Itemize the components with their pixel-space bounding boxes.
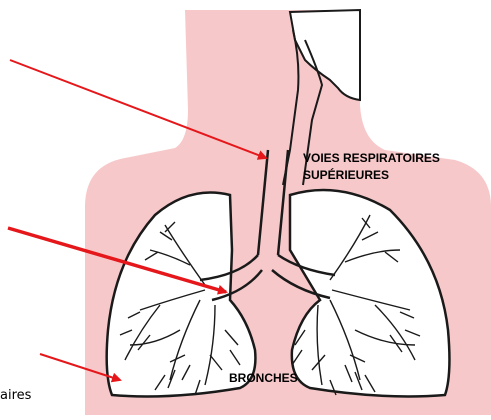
label-upper-airways-line1: VOIES RESPIRATOIRES [303,151,440,166]
label-partial-left: aires [0,388,31,403]
label-bronchi: BRONCHES [229,371,298,386]
label-upper-airways-line2: SUPÉRIEURES [303,168,389,183]
